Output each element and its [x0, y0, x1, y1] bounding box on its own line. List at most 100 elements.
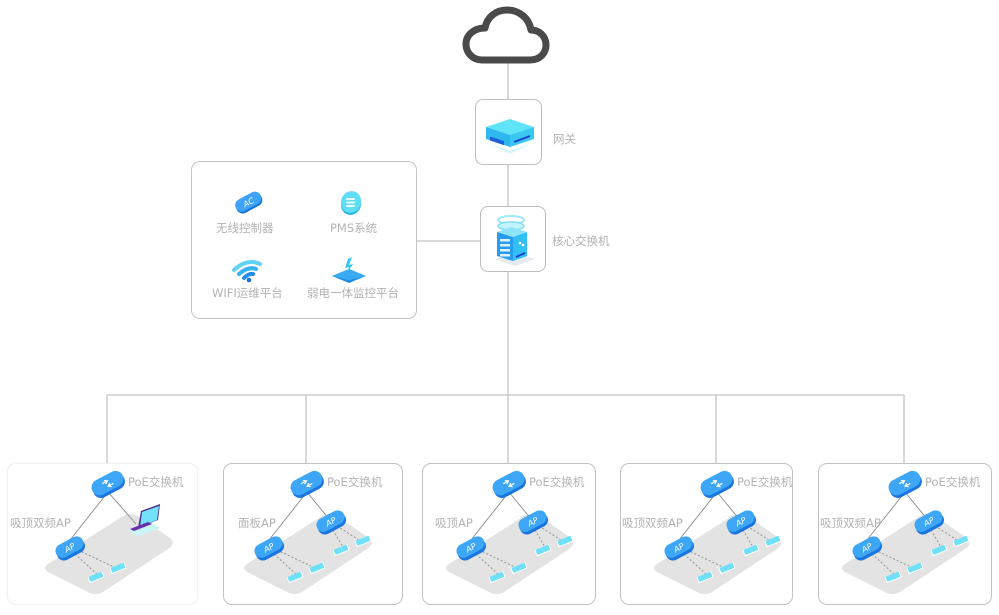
client-device-icon — [718, 562, 736, 574]
site-box-5: AP AP PoE交换机吸顶双频AP — [818, 463, 992, 605]
wireless-link — [742, 529, 754, 548]
site-box-3: AP AP PoE交换机吸顶AP — [422, 463, 596, 605]
gateway-node[interactable] — [475, 99, 542, 165]
ap-type-label: 吸顶双频AP — [10, 516, 71, 530]
wireless-link — [332, 529, 344, 548]
ap-icon: AP — [55, 536, 86, 561]
client-device-icon — [742, 544, 760, 556]
floor-platform — [842, 514, 970, 594]
poe-switch-label: PoE交换机 — [128, 475, 184, 489]
ap-icon: AP — [518, 510, 549, 535]
wifi-icon — [232, 260, 262, 283]
poe-switch-icon — [888, 470, 922, 498]
wireless-link — [74, 553, 99, 576]
client-device-icon — [884, 571, 902, 583]
ap-icon: AP — [914, 510, 945, 535]
switch-to-ap-link — [678, 491, 718, 541]
switch-to-laptop-link — [107, 491, 137, 525]
floor-platform — [446, 514, 574, 594]
client-device-icon — [556, 535, 574, 547]
client-device-icon — [764, 535, 782, 547]
services-panel: AC 无线控制器 PMS系统 WIFI运维平台 — [191, 161, 417, 319]
pms-database-icon — [340, 191, 362, 215]
wireless-link — [930, 529, 942, 548]
client-device-icon — [696, 571, 714, 583]
client-device-icon — [930, 544, 948, 556]
client-device-icon — [87, 571, 105, 583]
wireless-link — [475, 553, 500, 576]
gateway-router-icon — [486, 119, 534, 154]
ap-type-label: 吸顶双频AP — [622, 516, 683, 530]
client-device-icon — [952, 535, 970, 547]
wireless-link — [874, 549, 914, 569]
internet-cloud — [460, 4, 552, 66]
service-item-monitor[interactable]: 弱电一体监控平台 — [304, 256, 416, 306]
ap-icon: AP — [726, 510, 757, 535]
site-box-1: AP PoE交换机吸顶双频AP — [7, 463, 198, 605]
poe-switch-label: PoE交换机 — [925, 475, 981, 489]
floor-platform — [244, 514, 372, 594]
service-label-pms: PMS系统 — [330, 221, 378, 235]
client-device-icon — [906, 562, 924, 574]
ap-icon: AP — [316, 510, 347, 535]
wireless-link — [478, 549, 518, 569]
core-switch-node[interactable] — [480, 206, 546, 272]
poe-switch-label: PoE交换机 — [327, 475, 383, 489]
gateway-label: 网关 — [553, 132, 576, 146]
service-item-ac[interactable]: AC 无线控制器 — [192, 190, 302, 240]
ac-controller-icon: AC — [235, 191, 263, 214]
ap-icon: AP — [456, 536, 487, 561]
core-switch-label: 核心交换机 — [552, 234, 610, 248]
wireless-link — [273, 553, 298, 576]
poe-switch-label: PoE交换机 — [737, 475, 793, 489]
laptop-icon — [128, 504, 160, 536]
service-item-pms[interactable]: PMS系统 — [304, 190, 416, 240]
floor-platform — [654, 514, 782, 594]
switch-to-ap2-link — [508, 491, 532, 520]
wireless-link — [538, 525, 562, 541]
switch-to-ap2-link — [904, 491, 928, 520]
client-device-icon — [354, 535, 372, 547]
service-item-wifi[interactable]: WIFI运维平台 — [192, 256, 302, 306]
wireless-link — [871, 553, 896, 576]
site-box-4: AP AP PoE交换机吸顶双频AP — [620, 463, 793, 605]
switch-to-ap-link — [268, 491, 308, 541]
wireless-link — [934, 525, 958, 541]
service-label-ac: 无线控制器 — [216, 221, 274, 235]
client-device-icon — [510, 562, 528, 574]
switch-to-ap-link — [69, 491, 109, 541]
ap-icon: AP — [852, 536, 883, 561]
wireless-link — [686, 549, 726, 569]
switch-to-ap-link — [866, 491, 906, 541]
service-label-wifi: WIFI运维平台 — [212, 286, 283, 300]
client-device-icon — [308, 562, 326, 574]
service-label-monitor: 弱电一体监控平台 — [307, 286, 399, 300]
ap-icon: AP — [664, 536, 695, 561]
client-device-icon — [286, 571, 304, 583]
client-device-icon — [488, 571, 506, 583]
switch-to-ap2-link — [306, 491, 330, 520]
poe-switch-icon — [700, 470, 734, 498]
poe-switch-label: PoE交换机 — [529, 475, 585, 489]
client-device-icon — [332, 544, 350, 556]
wireless-link — [276, 549, 316, 569]
switch-to-ap2-link — [716, 491, 740, 520]
wireless-link — [336, 525, 360, 541]
ap-type-label: 吸顶双频AP — [820, 516, 881, 530]
switch-to-ap-link — [470, 491, 510, 541]
monitor-platform-icon — [332, 257, 366, 283]
wireless-link — [77, 549, 117, 569]
client-device-icon — [109, 562, 127, 574]
wireless-link — [534, 529, 546, 548]
poe-switch-icon — [290, 470, 324, 498]
ap-type-label: 面板AP — [238, 516, 276, 530]
poe-switch-icon — [91, 470, 125, 498]
client-device-icon — [534, 544, 552, 556]
core-switch-server-icon — [495, 215, 535, 266]
